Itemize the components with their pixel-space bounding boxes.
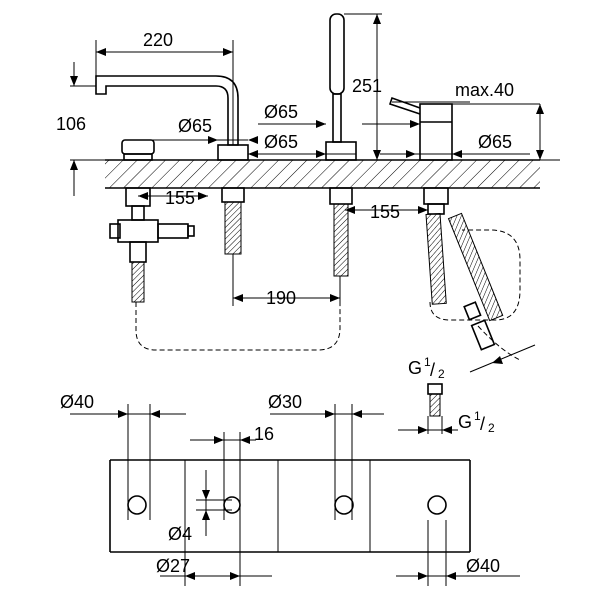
deck-section (70, 159, 560, 189)
dim-d4: Ø4 (168, 470, 232, 544)
svg-text:2: 2 (438, 367, 445, 381)
handshower (325, 13, 357, 277)
svg-text:2: 2 (488, 421, 495, 435)
spout (95, 75, 249, 255)
svg-text:1: 1 (474, 409, 481, 423)
dim-155-left: 155 (138, 188, 208, 208)
dim-d27: Ø27 (156, 552, 272, 586)
dim-d40-left: Ø40 (60, 392, 186, 520)
svg-text:Ø40: Ø40 (466, 556, 500, 576)
dim-190: 190 (232, 254, 341, 308)
svg-text:Ø27: Ø27 (156, 556, 190, 576)
dim-220: 220 (95, 30, 234, 145)
svg-text:/: / (480, 414, 485, 434)
svg-text:Ø40: Ø40 (60, 392, 94, 412)
plan-view (109, 459, 471, 553)
svg-text:Ø30: Ø30 (268, 392, 302, 412)
svg-text:190: 190 (266, 288, 296, 308)
dim-d65-spout: Ø65 (150, 116, 258, 144)
dim-d65-handshower: Ø65 Ø65 (248, 102, 356, 158)
dim-106: 106 (56, 62, 96, 196)
svg-text:155: 155 (165, 188, 195, 208)
svg-text:16: 16 (254, 424, 274, 444)
svg-text:106: 106 (56, 114, 86, 134)
svg-text:251: 251 (352, 76, 382, 96)
dim-155-right: 155 (345, 202, 428, 222)
thread-label-top: G 1 / 2 (408, 319, 536, 381)
dim-16: 16 (190, 424, 274, 586)
svg-text:G: G (458, 412, 472, 432)
svg-text:Ø65: Ø65 (478, 132, 512, 152)
svg-text:Ø65: Ø65 (178, 116, 212, 136)
svg-text:max.40: max.40 (455, 80, 514, 100)
dim-max40: max.40 (362, 80, 544, 160)
svg-text:Ø4: Ø4 (168, 524, 192, 544)
svg-text:1: 1 (424, 355, 431, 369)
svg-text:Ø65: Ø65 (264, 132, 298, 152)
svg-text:/: / (430, 360, 435, 380)
svg-text:G: G (408, 358, 422, 378)
svg-text:220: 220 (143, 30, 173, 50)
left-valve (109, 139, 195, 303)
svg-text:155: 155 (370, 202, 400, 222)
dim-d65-right: Ø65 (380, 132, 530, 158)
dim-251: 251 (344, 13, 382, 161)
dim-d30: Ø30 (268, 392, 384, 520)
dim-d40-right: Ø40 (396, 520, 520, 586)
thread-label-bottom: G 1 / 2 (398, 383, 495, 435)
svg-text:Ø65: Ø65 (264, 102, 298, 122)
mixer-lever (388, 96, 504, 322)
